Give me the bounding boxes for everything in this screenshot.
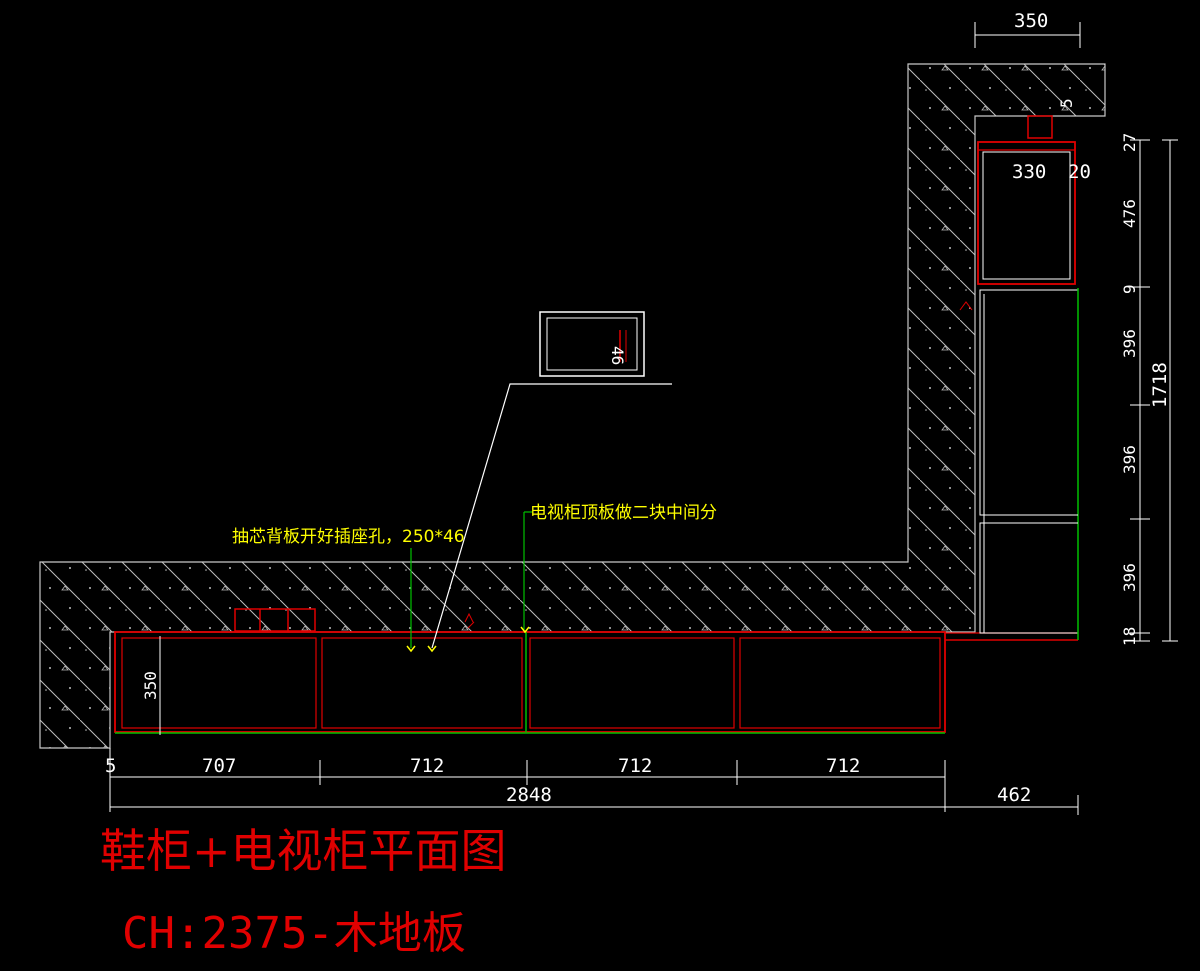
dim-depth-350: 350 xyxy=(141,671,160,700)
dim-bottom-4: 712 xyxy=(826,755,860,777)
top-wall-box xyxy=(1027,115,1053,139)
dim-right-v6: 18 xyxy=(1120,627,1139,646)
title-line-2: CH:2375-木地板 xyxy=(122,908,466,959)
dim-bottom-1: 707 xyxy=(202,755,236,777)
leaders xyxy=(406,383,672,653)
dim-right-v3: 396 xyxy=(1120,329,1139,358)
dim-side-20: 20 xyxy=(1068,161,1091,183)
dim-top-wall: 350 xyxy=(1014,10,1048,32)
dim-total: 2848 xyxy=(506,784,552,806)
dim-small-5: 5 xyxy=(1057,98,1076,108)
detail-label: 46 xyxy=(608,346,627,365)
note-socket-hole: 抽芯背板开好插座孔，250*46 xyxy=(232,527,465,547)
dim-right-v5: 396 xyxy=(1120,563,1139,592)
dim-bottom-2: 712 xyxy=(410,755,444,777)
dimension-lines xyxy=(109,22,1178,815)
dim-bottom-0: 5 xyxy=(105,755,116,777)
dim-bottom-3: 712 xyxy=(618,755,652,777)
shoe-cabinet xyxy=(959,141,1079,640)
title-line-1: 鞋柜+电视柜平面图 xyxy=(100,824,507,878)
dim-right-v1: 476 xyxy=(1120,199,1139,228)
dim-right-v0: 27 xyxy=(1120,133,1139,152)
note-tv-top: 电视柜顶板做二块中间分 xyxy=(530,503,717,523)
dim-right-v4: 396 xyxy=(1120,445,1139,474)
tv-cabinet xyxy=(114,612,1078,734)
detail-box: 46 xyxy=(539,311,645,377)
wall xyxy=(39,63,1106,749)
dim-right-total: 1718 xyxy=(1149,362,1171,408)
dim-shelf-330: 330 xyxy=(1012,161,1046,183)
dim-right-462: 462 xyxy=(997,784,1031,806)
dim-right-v2: 9 xyxy=(1120,284,1139,294)
wall-socket xyxy=(234,608,316,632)
